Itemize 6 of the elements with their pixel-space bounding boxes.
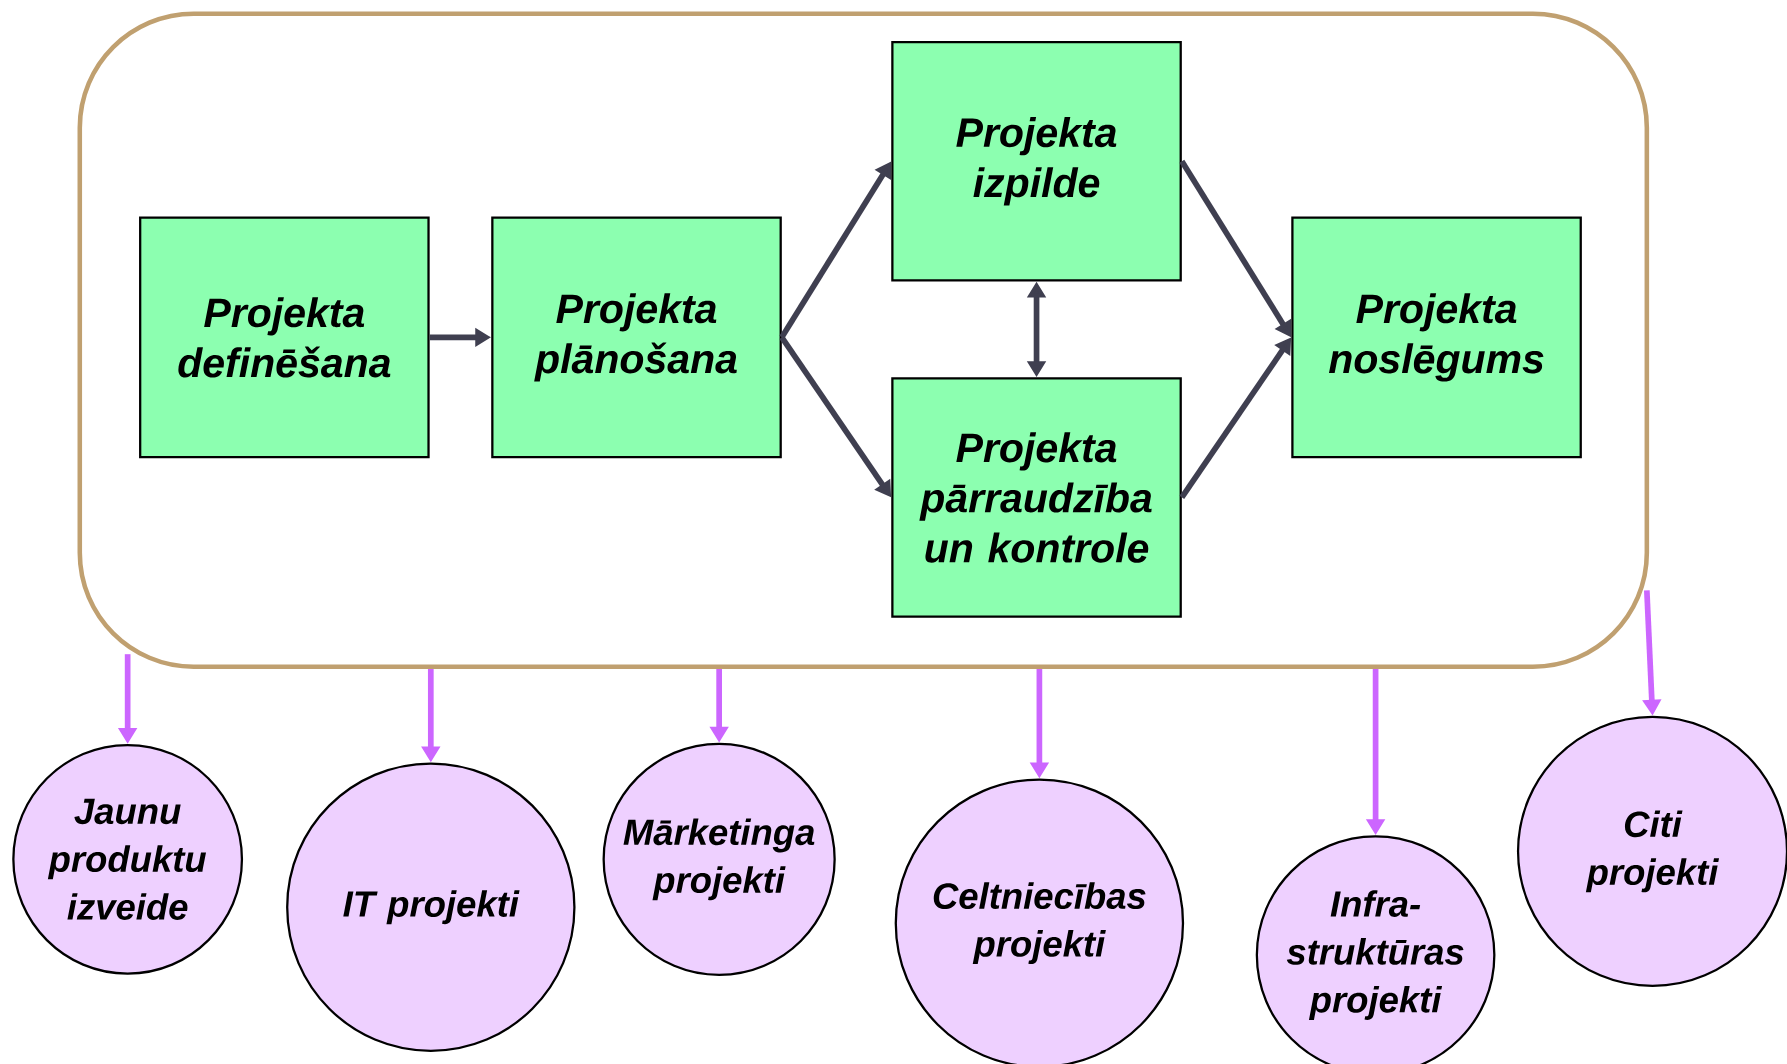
process-box: Projekta izpilde bbox=[891, 40, 1182, 282]
container-box bbox=[77, 11, 1650, 669]
process-box: Projekta pārraudzība un kontrole bbox=[891, 377, 1182, 618]
process-box: Projekta plānošana bbox=[491, 216, 782, 458]
process-box: Projekta noslēgums bbox=[1291, 216, 1582, 458]
process-box: Projekta definēšana bbox=[139, 216, 430, 458]
